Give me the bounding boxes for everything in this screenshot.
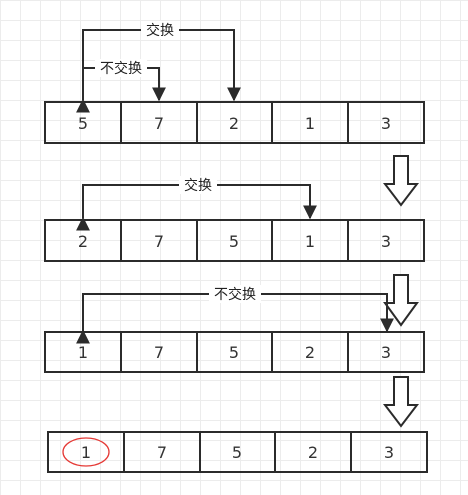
array-cell-value: 1 [305,114,315,133]
array-cell-value: 2 [305,343,315,362]
array-cell-value: 1 [305,232,315,251]
swap-label: 交换 [184,177,212,194]
array-cell-value: 1 [78,343,88,362]
array-cell-value: 7 [157,443,167,462]
array-cell-value: 3 [384,443,394,462]
array-cell-value: 2 [229,114,239,133]
swap-label-bg [179,176,217,194]
array-row-4-values: 1 7 5 2 3 [81,443,394,462]
array-cell-value: 5 [229,343,239,362]
down-arrow-icon [382,376,420,428]
array-row-3 [44,331,425,373]
array-cell-value: 5 [78,114,88,133]
array-cell-value: 3 [381,114,391,133]
array-row-2-frame [44,219,425,262]
array-cell-value: 7 [154,343,164,362]
array-cell-value: 2 [78,232,88,251]
array-row-2 [44,219,425,262]
down-arrow-icon [382,155,420,207]
swap-label-bg [141,21,179,39]
array-cell-value: 3 [381,343,391,362]
array-cell-value: 5 [232,443,242,462]
no-swap-label: 不交换 [214,286,256,303]
no-swap-label-bg [95,59,147,77]
array-row-3-values: 1 7 5 2 3 [78,343,391,362]
array-cell-value: 1 [81,443,91,462]
down-arrow-icon [383,274,419,327]
array-row-4 [47,431,428,473]
array-cell-value: 2 [308,443,318,462]
array-cell-value: 3 [381,232,391,251]
array-row-4-frame [47,431,428,473]
array-row-3-frame [44,331,425,373]
swap-label: 交换 [146,22,174,39]
no-swap-label-bg [209,285,261,303]
highlight-circle [62,437,110,467]
array-row-1-values: 5 7 2 1 3 [78,114,391,133]
array-row-2-values: 2 7 5 1 3 [78,232,391,251]
no-swap-label: 不交换 [100,60,142,77]
array-cell-value: 7 [154,232,164,251]
array-cell-value: 5 [229,232,239,251]
array-cell-value: 7 [154,114,164,133]
